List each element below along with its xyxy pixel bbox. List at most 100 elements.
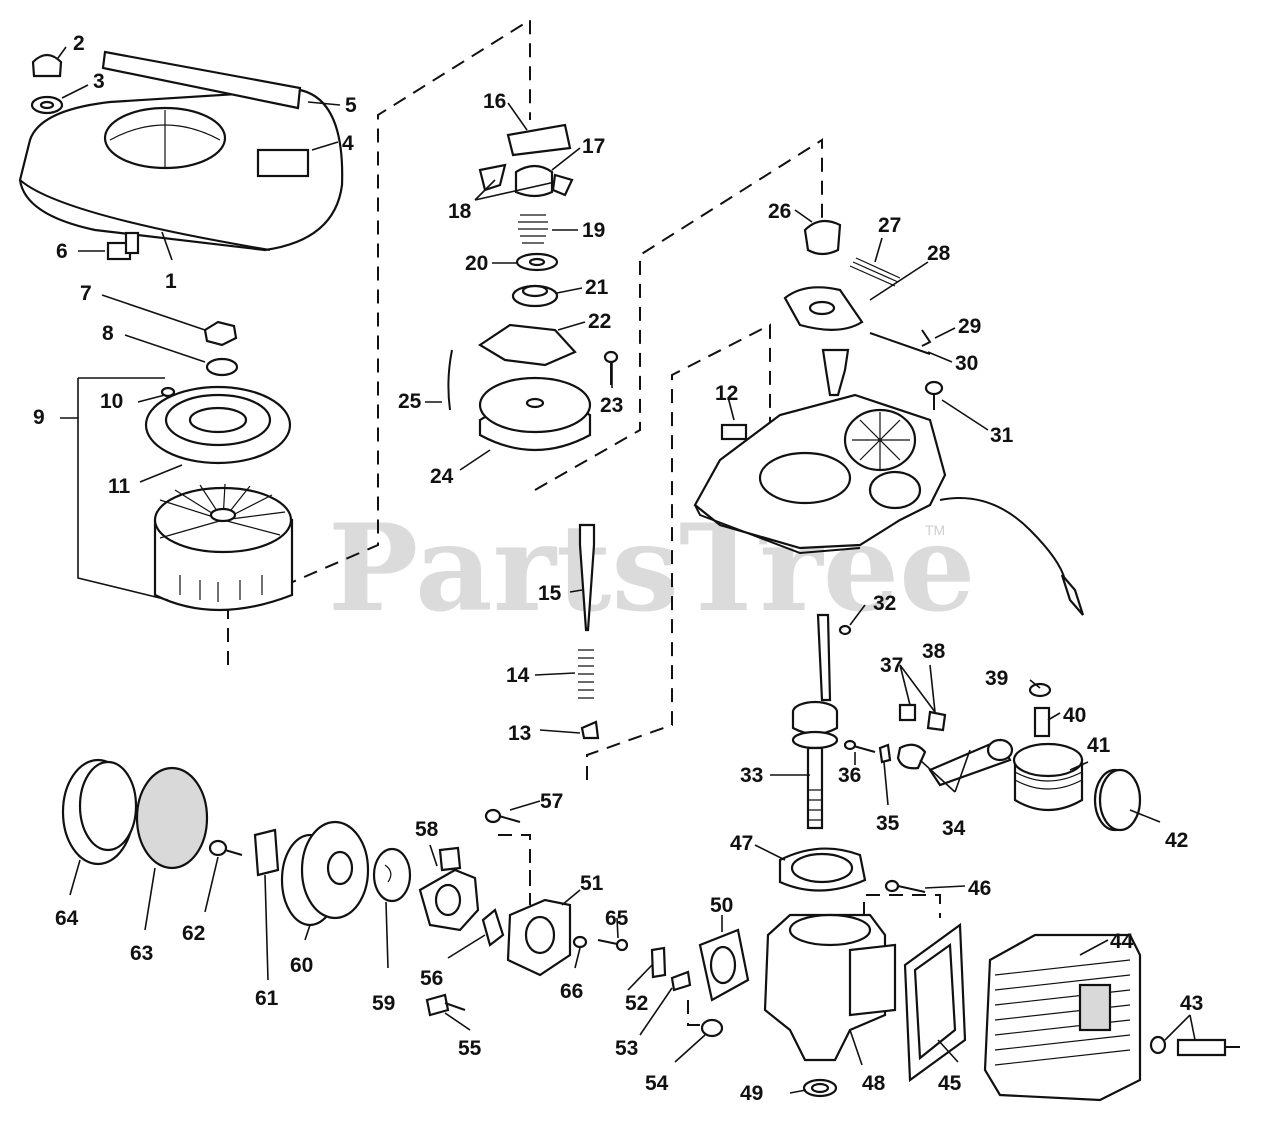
label-33: 33 (740, 764, 763, 787)
part-26-cap (803, 219, 842, 256)
part-61-plate (253, 828, 280, 877)
label-19: 19 (582, 219, 605, 242)
part-56-gasket (481, 908, 505, 947)
label-60: 60 (290, 954, 313, 977)
label-1: 1 (165, 270, 177, 293)
assembly-dash-lines (227, 18, 941, 1026)
label-47: 47 (730, 832, 753, 855)
label-3: 3 (93, 70, 105, 93)
label-11: 11 (108, 475, 131, 498)
part-44-cylinder (983, 933, 1142, 1102)
label-20: 20 (465, 252, 488, 275)
part-46-bolt (884, 879, 926, 893)
label-15: 15 (538, 582, 562, 605)
part-33-crankshaft (791, 613, 839, 830)
part-50-gasket (698, 928, 750, 1002)
label-50: 50 (710, 894, 733, 917)
part-5-decal-strip (101, 50, 302, 110)
label-43: 43 (1180, 992, 1203, 1015)
label-16: 16 (483, 90, 506, 113)
part-37-clip (898, 703, 917, 722)
part-30-link-rod (869, 332, 931, 355)
part-20-washer (515, 252, 559, 272)
label-32: 32 (873, 592, 896, 615)
part-25-spring-wire (447, 349, 453, 411)
part-27-spring (849, 257, 901, 287)
callout-labels: 2 3 5 4 6 1 7 8 10 9 11 16 17 18 19 20 2… (33, 32, 1203, 1105)
label-42: 42 (1165, 829, 1188, 852)
label-62: 62 (182, 922, 205, 945)
part-22-pawl-plate (477, 323, 577, 367)
label-63: 63 (130, 942, 153, 965)
label-48: 48 (862, 1072, 886, 1095)
label-40: 40 (1063, 704, 1086, 727)
label-25: 25 (398, 390, 422, 413)
label-12: 12 (715, 382, 738, 405)
part-28-throttle-plate (783, 286, 864, 331)
label-37: 37 (880, 654, 903, 677)
part-13-retainer (580, 720, 600, 740)
label-5: 5 (345, 94, 357, 117)
label-24: 24 (430, 465, 454, 488)
label-51: 51 (580, 872, 604, 895)
part-crankcase-magneto (693, 348, 1085, 616)
part-59-seal (372, 847, 412, 903)
part-2-cap-nut (31, 53, 63, 78)
label-22: 22 (588, 310, 611, 333)
label-49: 49 (740, 1082, 763, 1105)
label-4: 4 (342, 132, 354, 155)
label-17: 17 (582, 135, 605, 158)
label-52: 52 (625, 992, 648, 1015)
part-21-bushing (511, 284, 559, 308)
label-58: 58 (415, 818, 439, 841)
part-48-crankcase (763, 913, 897, 1062)
label-29: 29 (958, 315, 981, 338)
part-52-clip (650, 946, 667, 979)
part-66-washer (572, 935, 588, 949)
part-32-key (838, 624, 852, 636)
part-36-screw (843, 739, 876, 753)
label-9: 9 (33, 406, 45, 429)
part-63-filter-element (135, 766, 209, 870)
part-18-clips (478, 163, 574, 197)
label-21: 21 (585, 276, 609, 299)
part-6-screw (106, 231, 140, 261)
part-17-cup (514, 164, 554, 198)
label-64: 64 (55, 907, 79, 930)
label-27: 27 (878, 214, 901, 237)
label-57: 57 (540, 790, 563, 813)
label-66: 66 (560, 980, 583, 1003)
label-10: 10 (100, 390, 123, 413)
label-28: 28 (927, 242, 951, 265)
label-13: 13 (508, 722, 531, 745)
label-41: 41 (1087, 734, 1111, 757)
label-61: 61 (255, 987, 279, 1010)
label-26: 26 (768, 200, 791, 223)
label-2: 2 (73, 32, 85, 55)
label-55: 55 (458, 1037, 482, 1060)
part-47-gasket (778, 847, 867, 892)
part-11-flywheel-assembly (144, 385, 294, 612)
part-35-lockplate (878, 743, 892, 764)
label-35: 35 (876, 812, 900, 835)
label-18: 18 (448, 200, 472, 223)
part-8-lockwasher (205, 357, 239, 377)
part-15-pin (578, 523, 596, 632)
label-8: 8 (102, 322, 114, 345)
watermark-tm: TM (925, 522, 945, 538)
leader-lines (57, 46, 1196, 1094)
part-58-carburetor (418, 846, 480, 932)
label-7: 7 (80, 282, 92, 305)
part-42-piston-rings (1093, 768, 1142, 832)
part-34-connecting-rod (896, 738, 1014, 787)
label-14: 14 (506, 664, 530, 687)
label-38: 38 (922, 640, 946, 663)
part-16-plate (506, 123, 572, 157)
part-60-air-cleaner-body (280, 820, 370, 927)
part-45-gasket (903, 922, 967, 1083)
label-53: 53 (615, 1037, 638, 1060)
part-53-bracket (670, 970, 692, 992)
part-43-spark-plug (1149, 1035, 1240, 1057)
label-46: 46 (968, 877, 991, 900)
